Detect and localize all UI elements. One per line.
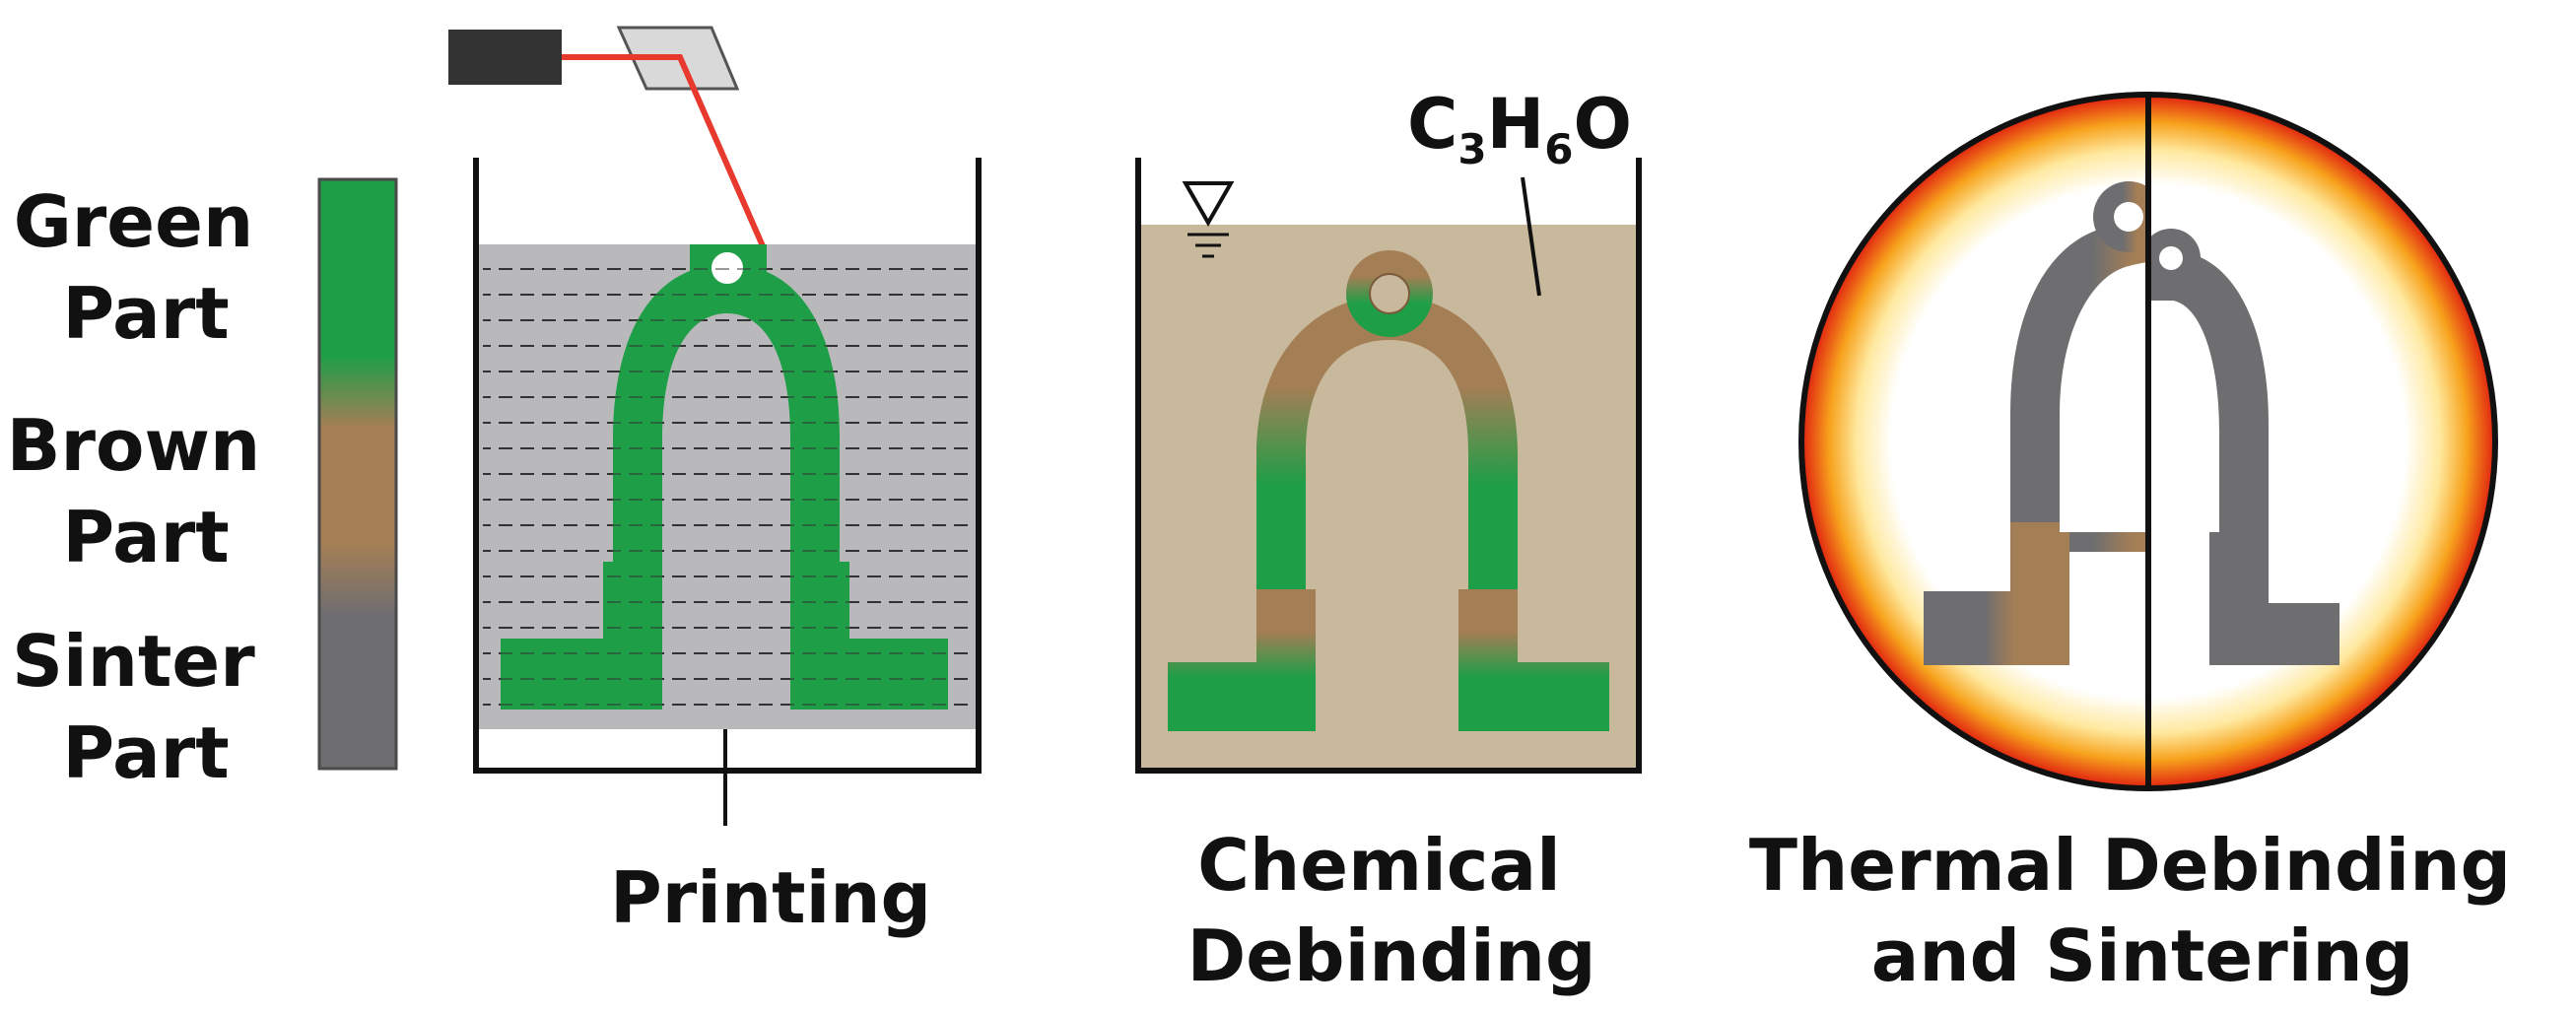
legend-sinter-label: Sinter Part [12,620,280,794]
thermal-right-part [2148,229,2339,665]
laser-source [448,30,562,85]
legend: Green Part Brown Part Sinter Part [7,177,398,794]
printing-stage: Printing [448,26,982,939]
thermal-right-arch [2148,251,2269,567]
thermal-left-hole [2114,202,2143,232]
legend-color-bar [317,177,398,771]
thermal-left-inner-cut [2060,262,2148,532]
chem-arch [1256,296,1518,601]
solvent-vat-walls [1135,158,1642,774]
thermal-right-foot [2209,532,2339,665]
chem-hole [1369,273,1410,314]
printed-part-layers [501,264,948,710]
laser-beam [562,54,774,266]
chemical-debinding-stage: C3H6O Chemical Debinding [1135,84,1642,997]
water-level-icon [1182,181,1235,258]
legend-brown-label: Brown Part [7,404,286,578]
thermal-right-hole [2159,246,2183,270]
printing-caption: Printing [610,856,931,939]
chem-right-foot [1458,589,1609,731]
chemical-part [1168,250,1609,731]
thermal-stage: Thermal Debinding and Sintering [1749,92,2536,997]
chemical-caption: Chemical Debinding [1186,824,1595,997]
green-part-printed [501,244,948,710]
solvent-leader-line [1521,176,1541,297]
thermal-left-foot [1924,522,2069,665]
chem-left-foot [1168,589,1316,731]
thermal-caption: Thermal Debinding and Sintering [1749,824,2536,997]
legend-green-label: Green Part [14,180,279,355]
solvent-formula: C3H6O [1407,84,1632,173]
